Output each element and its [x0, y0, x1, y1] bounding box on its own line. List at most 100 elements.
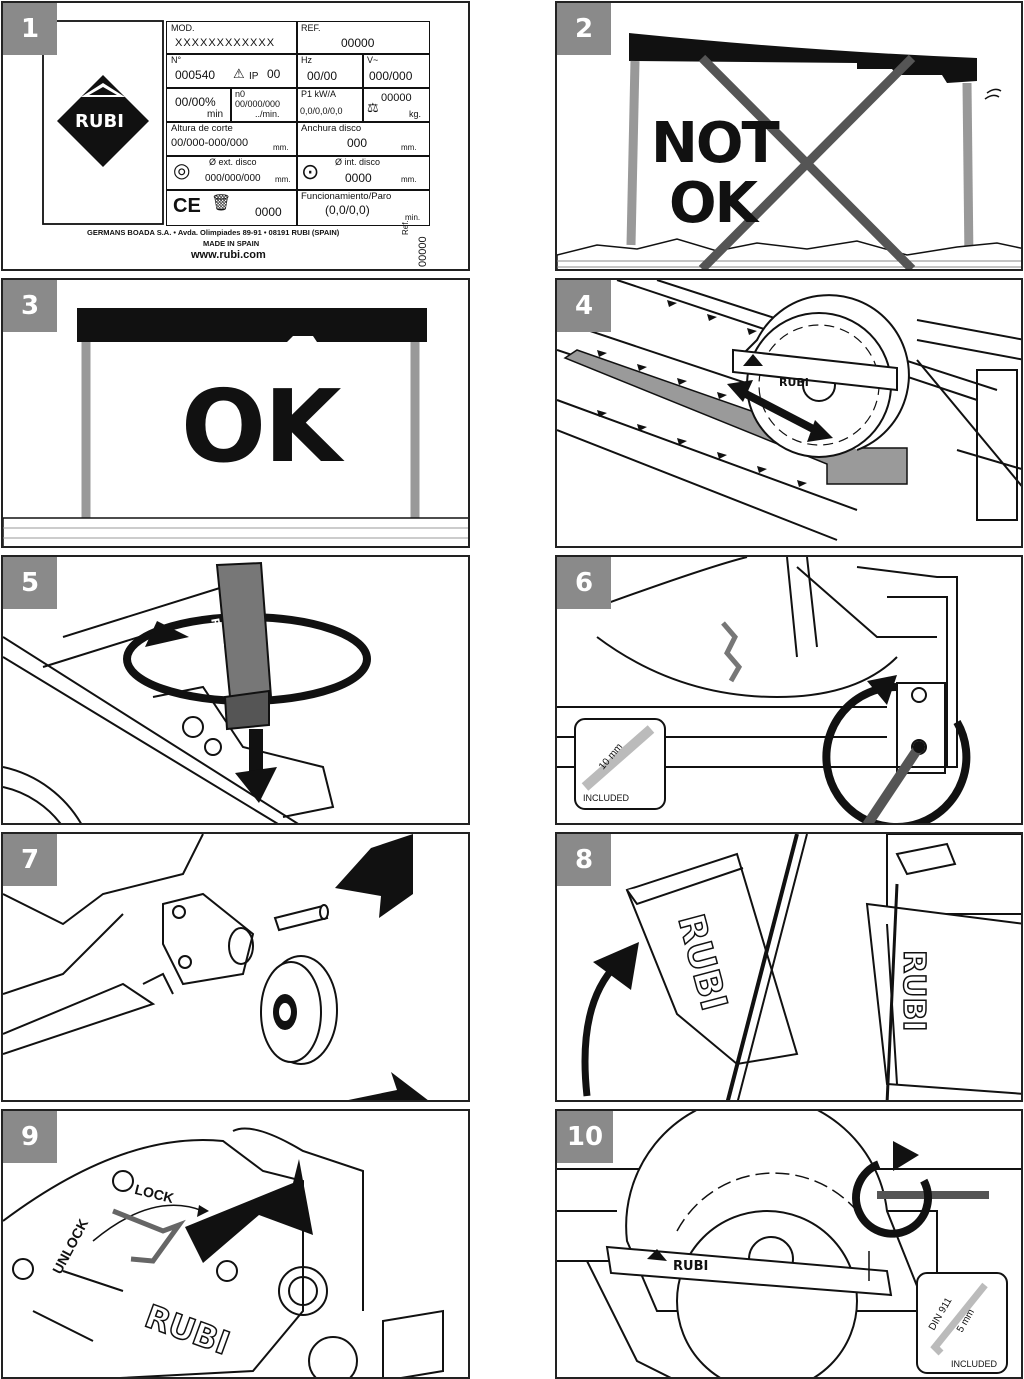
cell-n0: n0 00/000/000 ../min.	[230, 87, 298, 123]
weee-bin-icon: 🗑	[211, 195, 232, 212]
panel-5: 5 RUBI	[1, 555, 470, 825]
disc-int-icon: ⊙	[301, 159, 320, 184]
int-label: Ø int. disco	[335, 157, 381, 167]
altura-unit: mm.	[273, 143, 289, 152]
ref-side: Ref.	[401, 220, 410, 235]
panel-8: 8 RUBI RUBI	[555, 832, 1023, 1102]
anchura-label: Anchura disco	[301, 123, 362, 134]
n0-unit: ../min.	[255, 109, 280, 119]
step-number: 8	[557, 834, 611, 886]
cell-int: ⊙ Ø int. disco 0000 mm.	[296, 155, 430, 191]
cell-v: V~ 000/000	[362, 53, 430, 89]
pct-unit: min	[207, 109, 224, 120]
uneven-floor-illustration	[557, 33, 1021, 269]
company-address: GERMANS BOADA S.A. • Avda. Olimpiades 89…	[87, 228, 340, 237]
panel-1: 1 RUBI MOD. XXXXXXXXXXXX REF. 00000 N° 0…	[1, 1, 470, 271]
anchura-unit: mm.	[401, 143, 417, 152]
p1-label: P1 kW/A	[301, 89, 337, 99]
cell-func: Funcionamiento/Paro (0,0/0,0) min.	[296, 189, 430, 226]
altura-value: 00/000-000/000	[171, 137, 249, 149]
handle-rotate-illustration	[3, 561, 371, 823]
ok-label: OK	[669, 171, 758, 236]
rubi-logo: RUBI	[75, 111, 124, 132]
ok-label: OK	[181, 368, 341, 485]
cell-anchura: Anchura disco 000 mm.	[296, 121, 430, 157]
rating-plate: MOD. XXXXXXXXXXXX REF. 00000 N° 000540 ⚠…	[166, 21, 430, 226]
rubi-logo-machine: RUBI	[895, 949, 932, 1032]
step-number: 9	[3, 1111, 57, 1163]
wheel-mount-illustration	[3, 834, 428, 1100]
ce-mark: CE	[173, 195, 201, 217]
ip-value: 00	[267, 67, 281, 81]
step-number: 6	[557, 557, 611, 609]
lock-unlock-illustration	[3, 1127, 444, 1377]
blade-guard-illustration	[557, 1111, 1021, 1377]
panel-7: 7	[1, 832, 470, 1102]
func-value: (0,0/0,0)	[325, 203, 370, 217]
p1-value: 0,0/0,0/0,0	[300, 106, 343, 116]
panel-3: 3 OK	[1, 278, 470, 548]
ref-side-number: 00000	[417, 236, 429, 267]
cell-ce: CE 🗑 0000	[166, 189, 298, 226]
cell-ref: REF. 00000	[296, 21, 430, 55]
ip-label: IP	[249, 71, 259, 82]
cell-pct: 00/00% min	[166, 87, 232, 123]
hz-value: 00/00	[307, 69, 338, 83]
ext-unit: mm.	[275, 175, 291, 184]
cell-n: N° 000540 ⚠ IP 00	[166, 53, 298, 89]
ref-label: REF.	[301, 23, 321, 33]
rubi-logo: RUBI	[779, 376, 809, 389]
mod-label: MOD.	[171, 23, 195, 33]
hz-label: Hz	[301, 55, 312, 65]
included-label: INCLUDED	[583, 793, 630, 803]
pct-value: 00/00%	[175, 95, 216, 109]
cell-altura: Altura de corte 00/000-000/000 mm.	[166, 121, 298, 157]
not-label: NOT	[651, 111, 780, 176]
made-in-spain: MADE IN SPAIN	[203, 239, 260, 248]
weight-icon: ⚖	[367, 100, 379, 115]
panel-2: 2 NOT OK	[555, 1, 1023, 271]
panel-10: 10 RUBI DIN 911 5 mm INCLUDED	[555, 1109, 1023, 1379]
ce-value: 0000	[255, 205, 282, 219]
int-unit: mm.	[401, 175, 417, 184]
panel-6: 6 10 mm INCLUDED	[555, 555, 1023, 825]
func-unit: min.	[405, 213, 421, 222]
step-number: 4	[557, 280, 611, 332]
ext-label: Ø ext. disco	[209, 157, 257, 167]
int-value: 0000	[345, 171, 372, 185]
v-value: 000/000	[369, 69, 413, 83]
mod-value: XXXXXXXXXXXX	[175, 37, 276, 49]
ref-value: 00000	[341, 36, 375, 50]
kg-value: 00000	[381, 92, 412, 104]
cell-ext: ◎ Ø ext. disco 000/000/000 mm.	[166, 155, 298, 191]
rubi-logo: RUBI	[673, 1259, 709, 1274]
cell-kg: ⚖ 00000 kg.	[362, 87, 430, 123]
n-value: 000540	[175, 68, 216, 82]
ip-warning-icon: ⚠	[233, 66, 245, 81]
anchura-value: 000	[347, 136, 368, 150]
n-label: N°	[171, 55, 182, 65]
disc-ext-icon: ◎	[173, 160, 191, 182]
ref-side-label: Ref.	[401, 220, 410, 235]
step-number: 3	[3, 280, 57, 332]
ext-value: 000/000/000	[205, 173, 261, 184]
cell-hz: Hz 00/00	[296, 53, 364, 89]
kg-unit: kg.	[409, 109, 422, 119]
website: www.rubi.com	[191, 249, 266, 261]
func-label: Funcionamiento/Paro	[301, 191, 392, 202]
n0-label: n0	[235, 89, 246, 99]
cell-p1: P1 kW/A 0,0/0,0/0,0	[296, 87, 364, 123]
step-number: 1	[3, 3, 57, 55]
plate-logo-art	[42, 20, 164, 225]
water-tray-illustration	[581, 834, 1021, 1100]
included-label: INCLUDED	[951, 1359, 998, 1369]
rail-square-illustration	[557, 280, 1021, 541]
key-adjust-illustration	[557, 557, 971, 823]
panel-4: 4 RUBI	[555, 278, 1023, 548]
step-number: 2	[557, 3, 611, 55]
panel-9: 9 UNLOCK LOCK RUBI	[1, 1109, 470, 1379]
cell-mod: MOD. XXXXXXXXXXXX	[166, 21, 298, 55]
level-floor-illustration	[3, 308, 468, 546]
step-number: 7	[3, 834, 57, 886]
n0-value: 00/000/000	[235, 99, 281, 109]
